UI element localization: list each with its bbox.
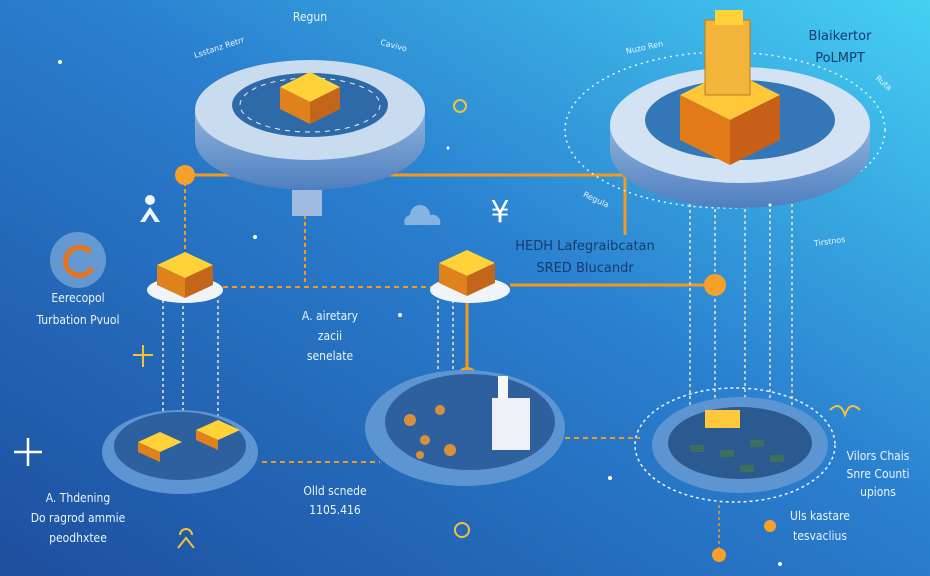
ring-right-title-1: Blaikertor [809,29,873,44]
bottom-left-label-3: peodhxtee [49,531,107,545]
dashed-links-left [162,300,454,425]
node-cube-left[interactable] [147,252,223,303]
bottom-center-label-1: Olld scnede [303,484,367,498]
server-tower [492,398,530,450]
dashed-links-right [689,180,793,420]
bottom-right-label-1: Vilors Chais [847,449,910,463]
center-label-2: zacii [318,329,342,343]
location-pin-icon [454,522,470,538]
middle-label-2: SRED Blucandr [536,261,634,276]
plus-sparkle-icon [14,438,42,466]
left-label-2: Turbation Pvuol [36,313,120,327]
sparkle-icon [133,345,153,367]
bottom-right-label2-2: tesvaclius [793,529,847,543]
left-label-1: Eerecopol [51,291,104,305]
center-label-3: senelate [307,349,354,363]
bottom-center-label-2: 1105.416 [309,503,361,517]
server-cube-top[interactable] [280,72,340,124]
ring-right-title-2: PoLMPT [815,51,865,66]
center-label-1: A. airetary [302,309,359,323]
bottom-right-label2-1: Uls kastare [790,509,850,523]
lightbulb-icon [453,99,467,113]
disk-bottom-right[interactable] [634,387,836,503]
bottom-left-label-1: A. Thdening [46,491,111,505]
robot-icon [140,195,160,222]
bottom-right-label-3: upions [860,485,896,499]
swirl-logo-icon [50,232,106,288]
stars-decoration [58,60,782,566]
headquarters-building[interactable] [680,10,780,165]
label-ring-right-4: Tirstnos [812,235,846,248]
label-top: Regun [293,10,327,24]
ornament-icon [829,405,861,419]
compass-icon [177,528,195,549]
bottom-right-label-2: Snre Counti [846,467,909,481]
disk-bottom-center[interactable] [365,370,565,486]
node-cube-center[interactable] [430,250,510,303]
middle-label-1: HEDH Lafegraibcatan [515,239,655,254]
cloud-icon [404,205,441,225]
bottom-left-label-2: Do ragrod ammie [31,511,126,525]
yen-icon: ¥ [490,195,509,230]
disk-bottom-left[interactable] [102,410,258,494]
